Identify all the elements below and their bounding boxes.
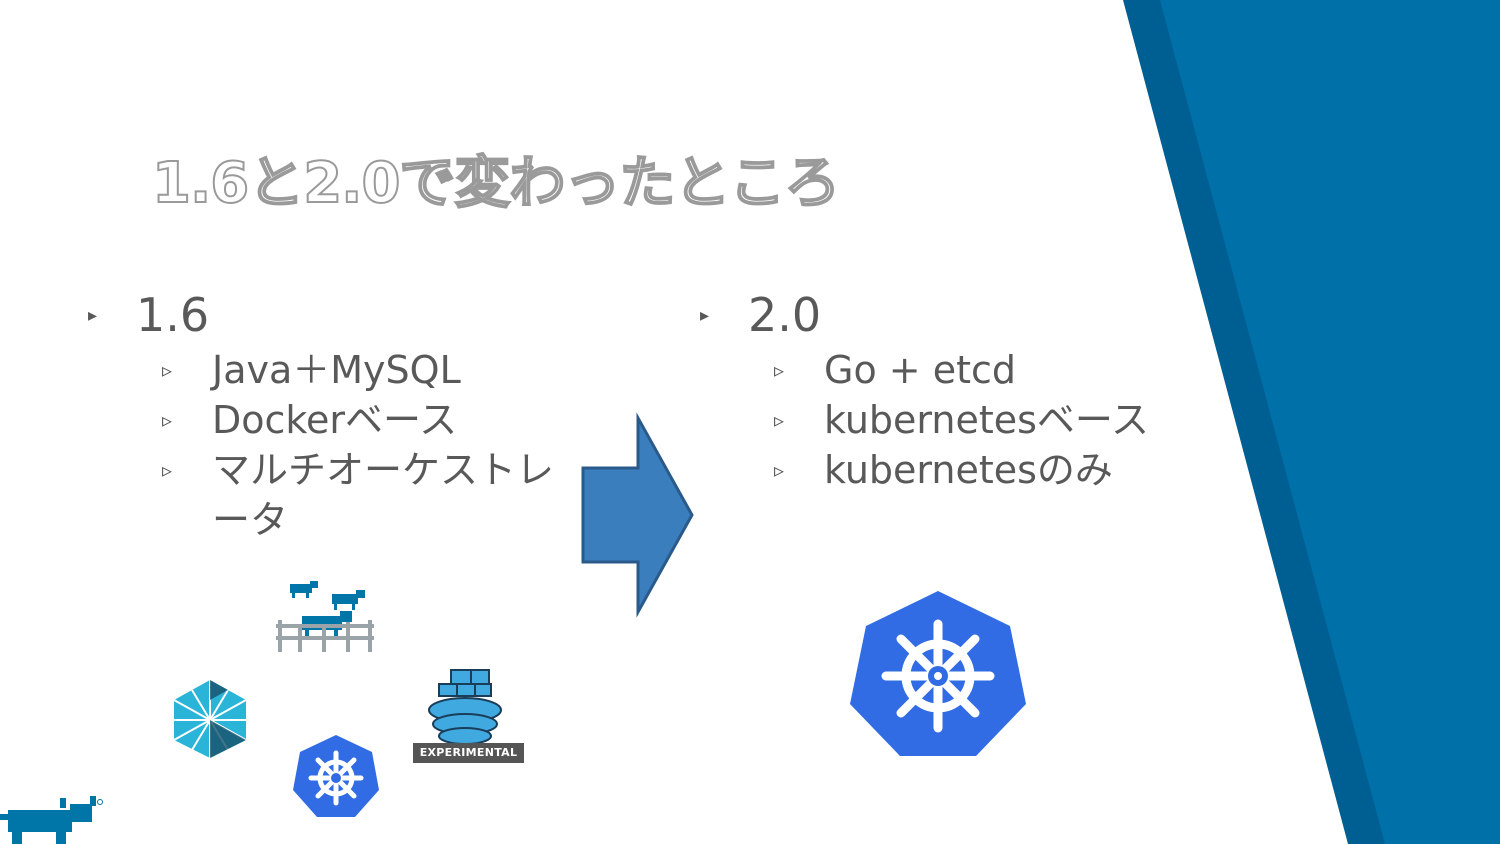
list-item: ▹ マルチオーケストレータ bbox=[162, 445, 558, 545]
sub-bullet-icon: ▹ bbox=[774, 408, 785, 432]
right-sublist: ▹ Go + etcd ▹ kubernetesベース ▹ kubernetes… bbox=[700, 345, 1200, 495]
left-sublist: ▹ Java＋MySQL ▹ Dockerベース ▹ マルチオーケストレータ bbox=[88, 345, 558, 545]
kubernetes-large-icon bbox=[850, 591, 1026, 756]
right-heading: 2.0 bbox=[748, 288, 822, 342]
sub-bullet-icon: ▹ bbox=[162, 358, 173, 382]
list-item: ▹ kubernetesのみ bbox=[774, 445, 1200, 495]
list-item: ▹ Dockerベース bbox=[162, 395, 558, 445]
bullet-icon: ▸ bbox=[700, 304, 710, 326]
bullet-icon: ▸ bbox=[88, 304, 98, 326]
sub-bullet-icon: ▹ bbox=[162, 408, 173, 432]
list-item: ▹ Go + etcd bbox=[774, 345, 1200, 395]
right-heading-row: ▸ 2.0 bbox=[700, 285, 1200, 345]
right-column: ▸ 2.0 ▹ Go + etcd ▹ kubernetesベース ▹ kube… bbox=[700, 285, 1200, 495]
slide-title: 1.6と2.0で変わったところ bbox=[151, 150, 841, 217]
docker-swarm-icon bbox=[428, 669, 502, 745]
left-column: ▸ 1.6 ▹ Java＋MySQL ▹ Dockerベース ▹ マルチオーケス… bbox=[88, 285, 558, 545]
left-heading-row: ▸ 1.6 bbox=[88, 285, 558, 345]
sub-bullet-icon: ▹ bbox=[774, 358, 785, 382]
kubernetes-small-icon bbox=[293, 735, 379, 817]
rancher-logo-icon bbox=[0, 796, 103, 844]
rancher-cattle-icon bbox=[276, 581, 374, 652]
left-heading: 1.6 bbox=[136, 288, 210, 342]
mesos-hexagon-icon bbox=[173, 680, 247, 758]
list-item: ▹ Java＋MySQL bbox=[162, 345, 558, 395]
right-arrow-icon bbox=[581, 412, 694, 618]
sub-bullet-icon: ▹ bbox=[774, 458, 785, 482]
sub-bullet-icon: ▹ bbox=[162, 458, 173, 482]
list-item: ▹ kubernetesベース bbox=[774, 395, 1200, 445]
experimental-badge: EXPERIMENTAL bbox=[413, 743, 524, 763]
